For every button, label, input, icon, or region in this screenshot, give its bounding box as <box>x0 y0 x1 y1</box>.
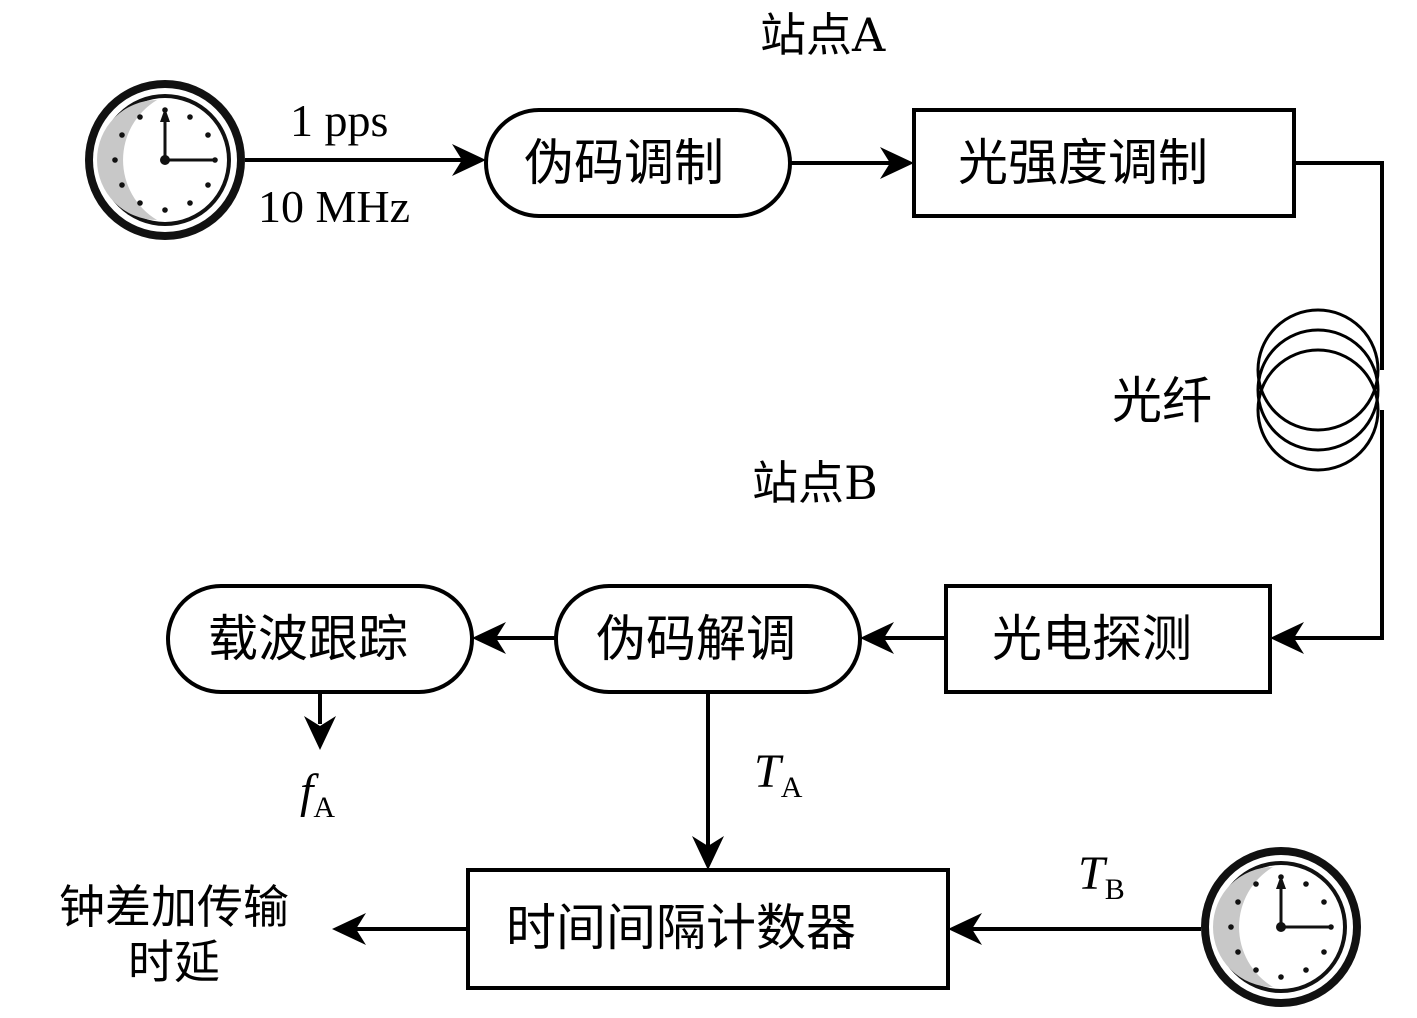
fa-symbol-sub: A <box>313 791 336 824</box>
ta-symbol-main: T <box>754 745 781 798</box>
tb-symbol-main: T <box>1078 847 1105 900</box>
output-label: 钟差加传输 时延 <box>24 880 324 990</box>
arrowheads <box>304 144 1304 945</box>
tb-symbol-sub: B <box>1104 873 1125 906</box>
fiber-label: 光纤 <box>1112 372 1212 430</box>
fa-symbol: fA <box>300 765 335 823</box>
photo-detection-label: 光电探测 <box>992 610 1192 668</box>
pn-demodulation-label: 伪码解调 <box>596 610 796 668</box>
clock-icon <box>1201 847 1361 1007</box>
carrier-tracking-label: 载波跟踪 <box>208 610 408 668</box>
pn-modulation-label: 伪码调制 <box>524 134 724 192</box>
clock-icon <box>85 80 245 240</box>
freq-label: 10 MHz <box>258 181 411 232</box>
fa-symbol-main: f <box>300 765 314 818</box>
output-line2: 时延 <box>128 935 220 990</box>
intensity-modulation-label: 光强度调制 <box>958 134 1208 192</box>
site-a-label: 站点A <box>760 8 886 62</box>
pps-label: 1 pps <box>290 95 389 146</box>
ta-symbol: TA <box>754 745 802 803</box>
time-interval-counter-box <box>466 868 950 990</box>
tb-symbol: TB <box>1078 847 1125 905</box>
fiber-coil-icon <box>1256 308 1380 472</box>
time-interval-counter-label: 时间间隔计数器 <box>506 899 856 957</box>
ta-symbol-sub: A <box>780 771 803 804</box>
site-b-label: 站点B <box>752 456 878 510</box>
connectors <box>245 158 1384 931</box>
output-line1: 钟差加传输 <box>59 880 289 934</box>
